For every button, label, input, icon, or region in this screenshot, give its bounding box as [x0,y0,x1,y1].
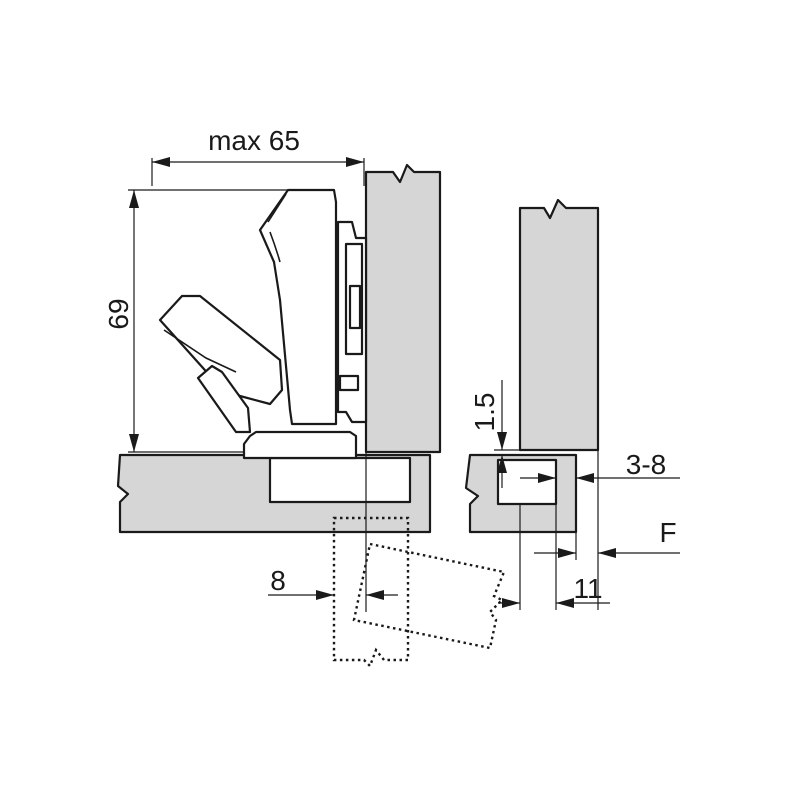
dimension-width: max 65 [151,125,365,186]
hinge-cup [242,430,358,460]
hinge-cup-recess [268,456,412,504]
dimension-gap: 11 [498,573,610,608]
dimension-height-label: 69 [103,298,134,329]
dimension-offset-label: 8 [270,565,286,596]
dimension-offset: 8 [268,452,398,612]
mounting-plate [336,220,368,424]
dimension-width-label: max 65 [208,125,300,156]
dimension-height: 69 [103,189,334,453]
dimension-gap-label: 11 [573,573,602,604]
force-label: F [659,517,676,548]
hinge-lever [158,294,284,434]
cabinet-side-panel [364,163,442,454]
dimension-overlay-label: 3-8 [626,449,666,480]
reference-lines [519,450,599,610]
door-edge-detail [496,458,558,506]
dimension-thickness-label: 1.5 [469,393,500,432]
dimension-thickness: 1.5 [469,380,520,488]
hinge-arm [258,188,338,426]
dimension-overlay: 3-8 [520,449,680,483]
door-outline-opening [352,542,506,650]
cabinet-side-panel-detail [518,198,600,452]
door-outline-closed [332,516,410,669]
force-arrow: F [534,517,680,558]
